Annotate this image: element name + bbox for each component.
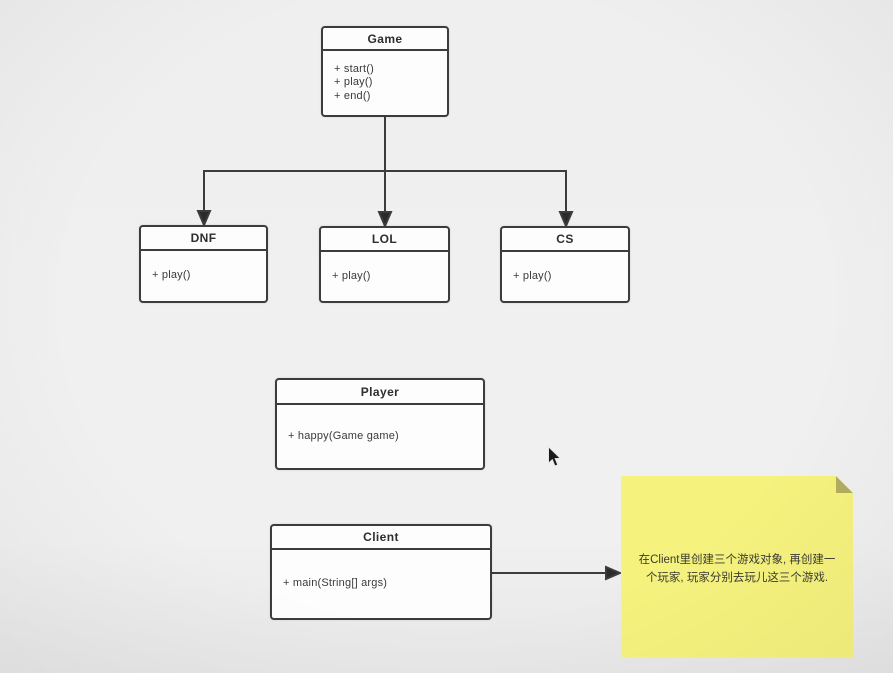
class-box-dnf[interactable]: DNF + play() xyxy=(139,225,268,303)
method-play: + play() xyxy=(513,269,552,282)
class-title-cs: CS xyxy=(502,228,628,252)
sticky-note[interactable]: 在Client里创建三个游戏对象, 再创建一 个玩家, 玩家分别去玩儿这三个游戏… xyxy=(621,476,853,657)
note-text-line: 个玩家, 玩家分别去玩儿这三个游戏. xyxy=(645,571,829,584)
connector-client-note[interactable] xyxy=(492,565,623,581)
class-box-cs[interactable]: CS + play() xyxy=(500,226,630,303)
class-body-dnf: + play() xyxy=(141,251,266,301)
class-title-game: Game xyxy=(323,28,447,51)
class-box-player[interactable]: Player + happy(Game game) xyxy=(275,378,485,470)
note-text: 在Client里创建三个游戏对象, 再创建一 个玩家, 玩家分别去玩儿这三个游戏… xyxy=(639,551,836,587)
class-box-client[interactable]: Client + main(String[] args) xyxy=(270,524,492,620)
connector-game-lol[interactable] xyxy=(377,170,393,229)
method-end: + end() xyxy=(334,89,371,102)
class-title-lol: LOL xyxy=(321,228,448,252)
method-start: + start() xyxy=(334,62,374,75)
connector-game-dnf[interactable] xyxy=(196,170,212,228)
class-box-game[interactable]: Game + start() + play() + end() xyxy=(321,26,449,117)
class-body-lol: + play() xyxy=(321,252,448,301)
method-play: + play() xyxy=(332,269,371,282)
method-play: + play() xyxy=(152,269,191,282)
note-text-line: 在Client里创建三个游戏对象, 再创建一 xyxy=(638,553,836,566)
class-title-client: Client xyxy=(272,526,490,550)
class-title-dnf: DNF xyxy=(141,227,266,251)
class-body-game: + start() + play() + end() xyxy=(323,51,447,115)
class-body-player: + happy(Game game) xyxy=(277,405,483,468)
class-box-lol[interactable]: LOL + play() xyxy=(319,226,450,303)
connector-game-trunk[interactable] xyxy=(204,117,566,172)
class-body-client: + main(String[] args) xyxy=(272,550,490,618)
class-title-player: Player xyxy=(277,380,483,405)
method-main: + main(String[] args) xyxy=(283,577,388,590)
method-play: + play() xyxy=(334,76,373,89)
class-body-cs: + play() xyxy=(502,252,628,301)
connector-game-cs[interactable] xyxy=(558,170,574,229)
method-happy: + happy(Game game) xyxy=(288,429,399,442)
